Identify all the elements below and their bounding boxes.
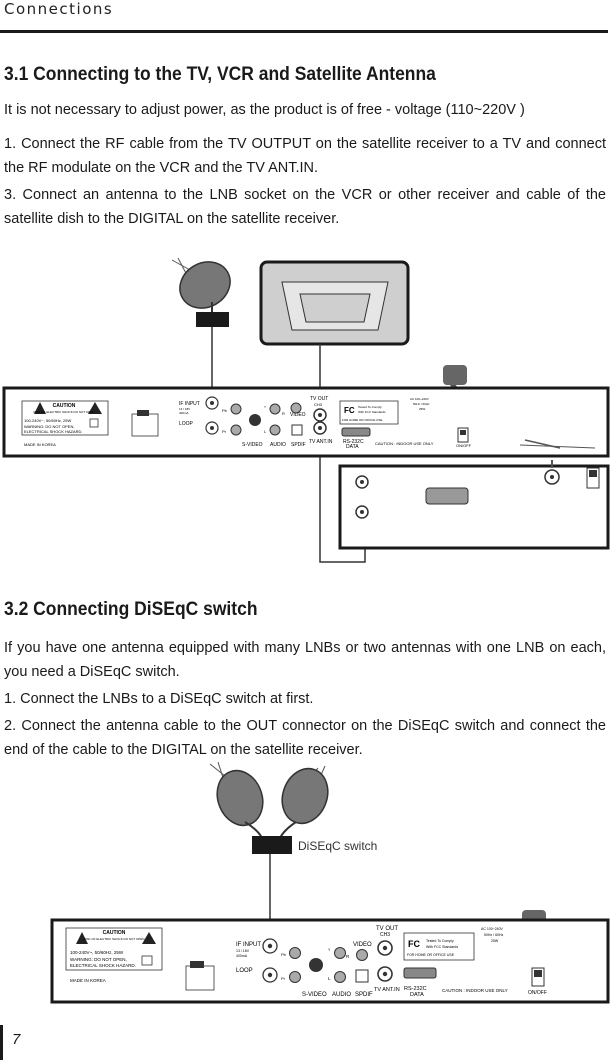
if-input-sub2: 400mA [236, 954, 248, 958]
tv-out-label: TV OUT [310, 396, 328, 402]
diagram-diseqc-connection: DiSEqC switch CAUTION RISK OF ELECTRIC S… [50, 761, 610, 1004]
if-input-sub1: 13 / 18V [179, 407, 190, 411]
vcr-back-panel [338, 439, 610, 550]
video-label: VIDEO [353, 942, 372, 948]
scart-connector [425, 487, 469, 505]
pb-label: Pb [281, 952, 287, 957]
on-off-label: ON/OFF [456, 443, 472, 448]
caution-sub-label: RISK OF ELECTRIC SHOCK DO NOT OPEN [84, 937, 145, 941]
paragraph-free-voltage: It is not necessary to adjust power, as … [4, 102, 525, 118]
svideo-label: S-VIDEO [302, 992, 327, 998]
made-in-label: MADE IN KOREA [70, 978, 106, 983]
receiver-back-panel: CAUTION RISK OF ELECTRIC SHOCK DO NOT OP… [2, 386, 610, 458]
tv-ant-in-label: TV ANT.IN [374, 987, 400, 993]
diseqc-switch-icon [252, 836, 292, 854]
data-label: DATA [410, 992, 424, 998]
diseqc-switch-label: DiSEqC switch [298, 839, 377, 853]
paragraph-connect-antenna: 3. Connect an antenna to the LNB socket … [4, 187, 606, 227]
warning-line2: ELECTRICAL SHOCK HAZARD. [24, 429, 83, 434]
audio-label: AUDIO [332, 992, 351, 998]
ac-label2: 50Hz / 60Hz [484, 933, 504, 937]
ac-label1: AC 100~240V [481, 927, 504, 931]
y-label: Y [328, 948, 331, 952]
paragraph-diseqc-step2: 2. Connect the antenna cable to the OUT … [4, 718, 606, 758]
page-header-title: Connections [4, 0, 114, 18]
made-in-label: MADE IN KOREA [24, 442, 56, 447]
r-label: R [282, 411, 285, 416]
warning-triangle-icon [76, 932, 88, 944]
if-input-sub2: 400mA [179, 411, 189, 415]
fcc-logo: FC [344, 406, 355, 415]
warning-line1: WARNING: DO NOT OPEN, [70, 957, 127, 962]
tv-out-label: TV OUT [376, 926, 398, 932]
fcc-text3: FOR HOME OR OFFICE USE [407, 953, 455, 957]
pb-label: Pb [222, 408, 228, 413]
diagram-tv-vcr-connection: CAUTION RISK OF ELECTRIC SHOCK DO NOT OP… [2, 257, 610, 563]
l-label: L [264, 429, 267, 434]
if-input-sub1: 13 / 18V [236, 949, 250, 953]
r-label: R [346, 954, 350, 959]
pr-label: Pr [281, 976, 286, 981]
video-label: VIDEO [290, 412, 306, 418]
section-heading-diseqc: 3.2 Connecting DiSEqC switch [4, 599, 258, 620]
svideo-label: S-VIDEO [242, 442, 263, 448]
header-rule [0, 30, 608, 33]
fcc-text1: Tested To Comply [426, 939, 454, 943]
fcc-text1: Tested To Comply [358, 405, 382, 409]
ac-label3: 25W [491, 939, 499, 943]
pr-label: Pr [222, 429, 227, 434]
fcc-text2: With FCC Standards [358, 410, 386, 414]
satellite-dish-icon [171, 257, 231, 327]
fcc-text2: With FCC Standards [426, 945, 458, 949]
rating-label: 100-240V~, 50/60Hz, 25W [24, 418, 71, 423]
spdif-label: SPDIF [355, 992, 373, 998]
loop-label: LOOP [236, 968, 253, 974]
ac-label1: AC 100~240V [410, 397, 429, 401]
data-label: DATA [346, 444, 359, 450]
rs232c-connector [341, 427, 371, 437]
caution-label: CAUTION [103, 930, 126, 936]
caution-indoor-label: CAUTION : INDOOR USE ONLY [442, 988, 508, 993]
audio-label: AUDIO [270, 442, 286, 448]
satellite-dish-icon [209, 761, 264, 827]
rs232c-label: RS-232C [404, 986, 427, 992]
caution-sub-label: RISK OF ELECTRIC SHOCK DO NOT OPEN [34, 410, 95, 414]
page-number: 7 [12, 1031, 21, 1048]
caution-label: CAUTION [53, 403, 76, 409]
paragraph-diseqc-step1: 1. Connect the LNBs to a DiSEqC switch a… [4, 691, 314, 707]
if-input-label: IF INPUT [236, 942, 261, 948]
warning-triangle-icon [142, 932, 156, 944]
rs232c-connector [403, 967, 437, 979]
svideo-connector [249, 414, 261, 426]
ch-label: CH3 [314, 402, 323, 407]
rs232c-label: RS-232C [343, 439, 364, 445]
warning-triangle-icon [88, 402, 102, 414]
ac-label3: 25W [419, 407, 425, 411]
caution-indoor-label: CAUTION : INDOOR USE ONLY [375, 441, 434, 446]
ch-label: CH3 [380, 932, 390, 938]
receiver-back-panel: CAUTION RISK OF ELECTRIC SHOCK DO NOT OP… [50, 918, 610, 1004]
loop-label: LOOP [179, 421, 194, 427]
y-label: Y [264, 405, 266, 409]
ac-label2: 50Hz / 60Hz [413, 402, 430, 406]
page-number-bar [0, 1025, 3, 1060]
paragraph-connect-rf: 1. Connect the RF cable from the TV OUTP… [4, 136, 606, 176]
satellite-dish-icon [281, 765, 329, 825]
svideo-connector [309, 958, 323, 972]
tv-ant-in-label: TV ANT.IN [309, 439, 333, 445]
l-label: L [328, 976, 331, 981]
if-input-label: IF INPUT [179, 401, 200, 407]
paragraph-diseqc-need: If you have one antenna equipped with ma… [4, 640, 606, 680]
spdif-label: SPDIF [291, 442, 306, 448]
warning-triangle-icon [34, 402, 46, 414]
section-heading-tv-vcr: 3.1 Connecting to the TV, VCR and Satell… [4, 64, 436, 85]
tv-icon [259, 260, 410, 346]
warning-line1: WARNING: DO NOT OPEN, [24, 424, 74, 429]
fcc-logo: FC [408, 939, 420, 949]
fcc-text3: FOR HOME OR OFFICE USE [342, 418, 382, 422]
rating-label: 100-240V~, 50/60Hz, 25W [70, 950, 124, 955]
warning-line2: ELECTRICAL SHOCK HAZARD. [70, 963, 136, 968]
on-off-label: ON/OFF [528, 990, 547, 996]
